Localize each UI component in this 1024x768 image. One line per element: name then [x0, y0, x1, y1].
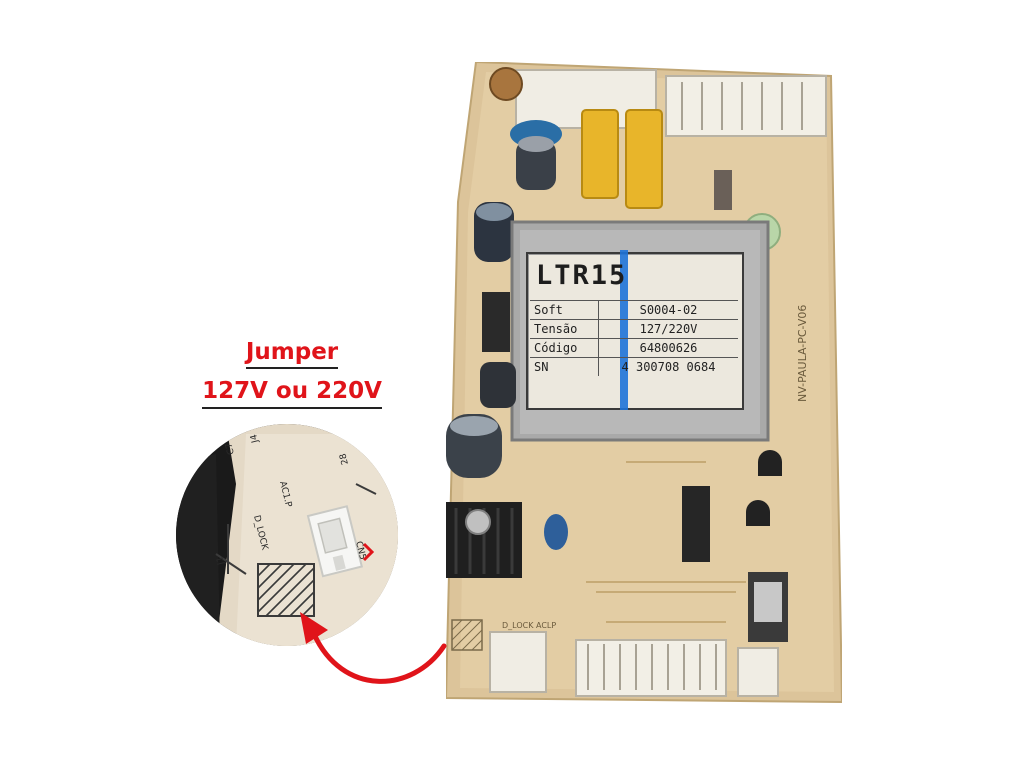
board-d-lock-label: D_LOCK: [502, 621, 534, 630]
board-side-print: NV-PAULA-PC-V06: [796, 305, 809, 402]
sticker-value: 127/220V: [639, 322, 698, 336]
jumper-callout: Jumper 127V ou 220V: [186, 337, 398, 409]
sticker-key: SN: [530, 358, 599, 376]
sticker-key: Soft: [530, 301, 599, 319]
sticker-row-tensao: Tensão 127/220V: [530, 319, 738, 338]
callout-arrow: [292, 604, 452, 696]
blue-marker-stripe: [620, 250, 628, 410]
arrow-icon: [300, 612, 447, 684]
sticker-row-soft: Soft S0004-02: [530, 300, 738, 319]
sticker-row-codigo: Código 64800626: [530, 338, 738, 357]
sticker-value: 64800626: [639, 341, 698, 355]
product-sticker: LTR15 Soft S0004-02 Tensão 127/220V Códi…: [512, 226, 774, 446]
zoom-r28-label: 28: [338, 452, 351, 466]
sticker-rows: Soft S0004-02 Tensão 127/220V Código 648…: [530, 300, 738, 376]
zoom-c7-label: C7: [224, 442, 237, 456]
zoom-inset-drawing: D_LOCK AC1.P CN5 C7 J4 28 J1: [176, 424, 398, 646]
sticker-key: Código: [530, 339, 599, 357]
board-aclp-label: ACLP: [536, 621, 556, 630]
zoom-j1-label: J1: [215, 555, 227, 567]
sticker-value: S0004-02: [639, 303, 698, 317]
callout-subtitle: 127V ou 220V: [202, 375, 382, 409]
callout-title: Jumper: [245, 337, 339, 369]
zoom-j4-label: J4: [249, 433, 261, 445]
sticker-value: 4 300708 0684: [621, 360, 716, 374]
sticker-label: LTR15 Soft S0004-02 Tensão 127/220V Códi…: [526, 250, 744, 410]
sticker-row-sn: SN 4 300708 0684: [530, 357, 738, 376]
sticker-key: Tensão: [530, 320, 599, 338]
zoom-inset: D_LOCK AC1.P CN5 C7 J4 28 J1: [176, 424, 398, 646]
model-name: LTR15: [536, 260, 628, 291]
